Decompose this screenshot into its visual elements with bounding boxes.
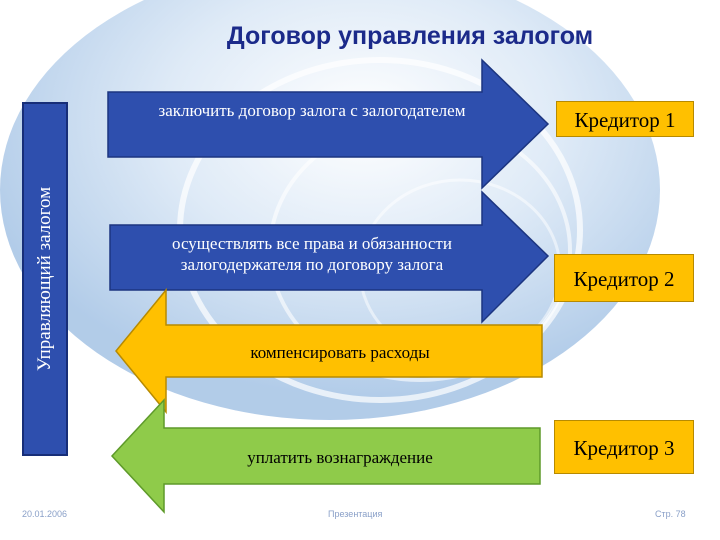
arrow-2-label: осуществлять все права и обязанности зал… (112, 233, 512, 275)
manager-bar: Управляющий залогом (22, 102, 68, 456)
arrow-4-label: уплатить вознаграждение (247, 448, 433, 467)
footer-date: 20.01.2006 (22, 509, 68, 519)
arrow-3-label: компенсировать расходы (250, 343, 430, 362)
creditor-1-box: Кредитор 1 (556, 101, 694, 137)
creditor-3-box: Кредитор 3 (554, 420, 694, 474)
page-title: Договор управления залогом (226, 22, 594, 50)
arrow-2-label-line2: залогодержателя по договору залога (180, 255, 444, 274)
arrow-3-shape (115, 287, 543, 415)
footer-center: Презентация (328, 509, 383, 519)
arrow-2-shape (109, 190, 550, 324)
creditor-2-box: Кредитор 2 (554, 254, 694, 302)
arrow-1-shape (107, 58, 550, 190)
arrow-4-shape (110, 398, 541, 514)
arrow-2-label-line1: осуществлять все права и обязанности (172, 234, 452, 253)
footer-page: Стр. 78 (655, 509, 686, 519)
arrow-1-label: заключить договор залога с залогодателем (158, 101, 466, 120)
